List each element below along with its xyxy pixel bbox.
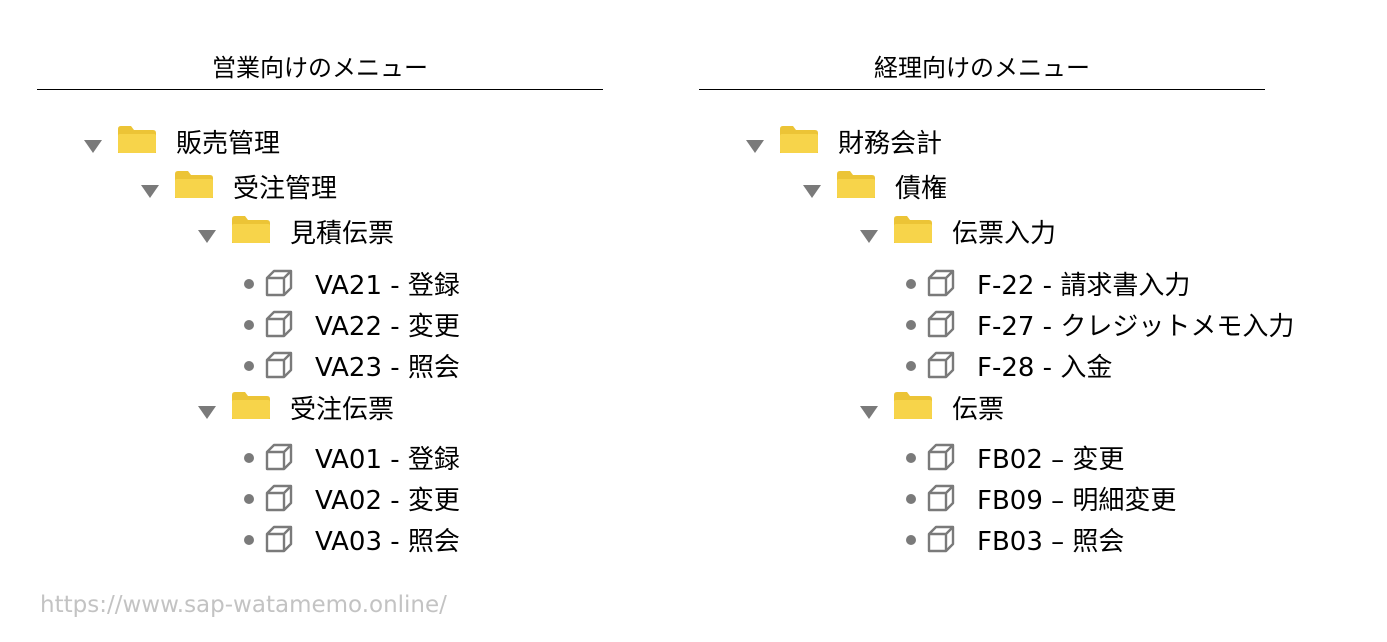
tree-node-finance-group[interactable]: 債権 [803, 171, 1063, 207]
transaction-item[interactable]: VA01 - 登録 [244, 442, 504, 478]
sales-menu-title: 営業向けのメニュー [212, 54, 428, 82]
triangle-down-icon[interactable] [84, 140, 102, 153]
triangle-down-icon[interactable] [198, 230, 216, 243]
bullet-icon [244, 279, 254, 289]
folder-icon [232, 392, 270, 419]
bullet-icon [244, 320, 254, 330]
folder-icon [118, 126, 156, 153]
tree-node-sales-folder-quotation[interactable]: 見積伝票 [198, 216, 458, 252]
triangle-down-icon[interactable] [198, 406, 216, 419]
bullet-icon [244, 361, 254, 371]
transaction-label: FB09 – 明細変更 [977, 486, 1177, 516]
tree-node-label: 債権 [895, 174, 948, 204]
transaction-label: VA23 - 照会 [315, 353, 460, 383]
finance-menu-divider [699, 89, 1265, 90]
folder-icon [175, 171, 213, 198]
bullet-icon [244, 494, 254, 504]
triangle-down-icon[interactable] [860, 230, 878, 243]
folder-icon [894, 392, 932, 419]
transaction-item[interactable]: VA23 - 照会 [244, 350, 504, 386]
cube-icon [265, 269, 293, 297]
bullet-icon [906, 453, 916, 463]
bullet-icon [906, 535, 916, 545]
transaction-label: FB03 – 照会 [977, 527, 1125, 557]
triangle-down-icon[interactable] [141, 185, 159, 198]
cube-icon [265, 525, 293, 553]
tree-node-sales-root[interactable]: 販売管理 [84, 126, 344, 162]
tree-node-label: 販売管理 [176, 129, 281, 159]
transaction-label: F-28 - 入金 [977, 353, 1113, 383]
triangle-down-icon[interactable] [803, 185, 821, 198]
cube-icon [927, 351, 955, 379]
transaction-label: VA22 - 変更 [315, 312, 460, 342]
transaction-item[interactable]: FB03 – 照会 [906, 524, 1286, 560]
cube-icon [265, 351, 293, 379]
transaction-label: VA02 - 変更 [315, 486, 460, 516]
transaction-item[interactable]: VA21 - 登録 [244, 268, 504, 304]
bullet-icon [906, 320, 916, 330]
transaction-label: F-22 - 請求書入力 [977, 271, 1191, 301]
tree-node-finance-root[interactable]: 財務会計 [746, 126, 1006, 162]
cube-icon [265, 310, 293, 338]
folder-icon [232, 216, 270, 243]
bullet-icon [244, 535, 254, 545]
tree-node-sales-group[interactable]: 受注管理 [141, 171, 401, 207]
footer-url: https://www.sap-watamemo.online/ [40, 592, 447, 618]
sales-menu-divider [37, 89, 603, 90]
tree-node-label: 伝票 [952, 395, 1005, 425]
bullet-icon [906, 279, 916, 289]
triangle-down-icon[interactable] [860, 406, 878, 419]
cube-icon [927, 443, 955, 471]
transaction-item[interactable]: VA03 - 照会 [244, 524, 504, 560]
bullet-icon [906, 494, 916, 504]
tree-node-finance-folder-entry[interactable]: 伝票入力 [860, 216, 1120, 252]
cube-icon [927, 310, 955, 338]
tree-node-label: 伝票入力 [952, 219, 1057, 249]
tree-node-label: 見積伝票 [290, 219, 395, 249]
finance-menu-title: 経理向けのメニュー [874, 54, 1090, 82]
transaction-label: VA01 - 登録 [315, 445, 460, 475]
tree-node-label: 受注伝票 [290, 395, 395, 425]
sales-menu-panel: 営業向けのメニュー [37, 0, 603, 580]
transaction-item[interactable]: VA22 - 変更 [244, 309, 504, 345]
transaction-item[interactable]: F-22 - 請求書入力 [906, 268, 1286, 304]
transaction-label: VA03 - 照会 [315, 527, 460, 557]
cube-icon [927, 525, 955, 553]
transaction-item[interactable]: FB09 – 明細変更 [906, 483, 1286, 519]
bullet-icon [244, 453, 254, 463]
transaction-label: F-27 - クレジットメモ入力 [977, 312, 1295, 342]
transaction-item[interactable]: FB02 – 変更 [906, 442, 1286, 478]
transaction-label: VA21 - 登録 [315, 271, 460, 301]
cube-icon [927, 269, 955, 297]
transaction-item[interactable]: F-28 - 入金 [906, 350, 1286, 386]
transaction-label: FB02 – 変更 [977, 445, 1125, 475]
cube-icon [927, 484, 955, 512]
folder-icon [780, 126, 818, 153]
transaction-item[interactable]: VA02 - 変更 [244, 483, 504, 519]
folder-icon [894, 216, 932, 243]
tree-node-label: 受注管理 [233, 174, 338, 204]
tree-node-sales-folder-order[interactable]: 受注伝票 [198, 392, 458, 428]
tree-node-label: 財務会計 [838, 129, 943, 159]
triangle-down-icon[interactable] [746, 140, 764, 153]
bullet-icon [906, 361, 916, 371]
folder-icon [837, 171, 875, 198]
finance-menu-panel: 経理向けのメニュー [699, 0, 1265, 580]
tree-node-finance-folder-document[interactable]: 伝票 [860, 392, 1120, 428]
cube-icon [265, 484, 293, 512]
cube-icon [265, 443, 293, 471]
transaction-item[interactable]: F-27 - クレジットメモ入力 [906, 309, 1294, 345]
